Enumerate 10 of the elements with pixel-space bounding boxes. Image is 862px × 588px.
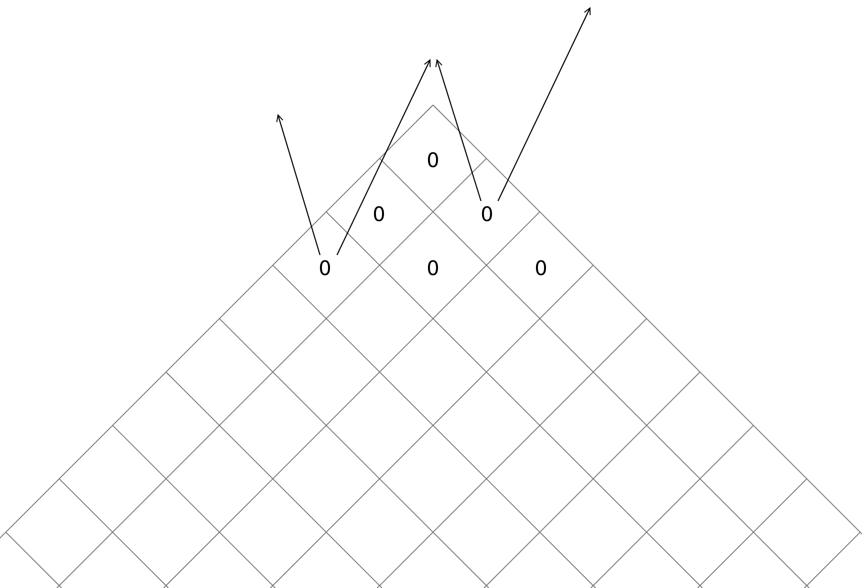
cell-value: 0 (422, 147, 444, 173)
cell-value: 0 (476, 201, 498, 227)
cell-value: 0 (368, 201, 390, 227)
cell-value: 0 (314, 255, 336, 281)
arrow (336, 60, 431, 256)
cell-value: 0 (530, 255, 552, 281)
arrow (435, 60, 482, 202)
arrow (276, 114, 321, 256)
arrow (498, 8, 591, 202)
cell-value: 0 (422, 255, 444, 281)
